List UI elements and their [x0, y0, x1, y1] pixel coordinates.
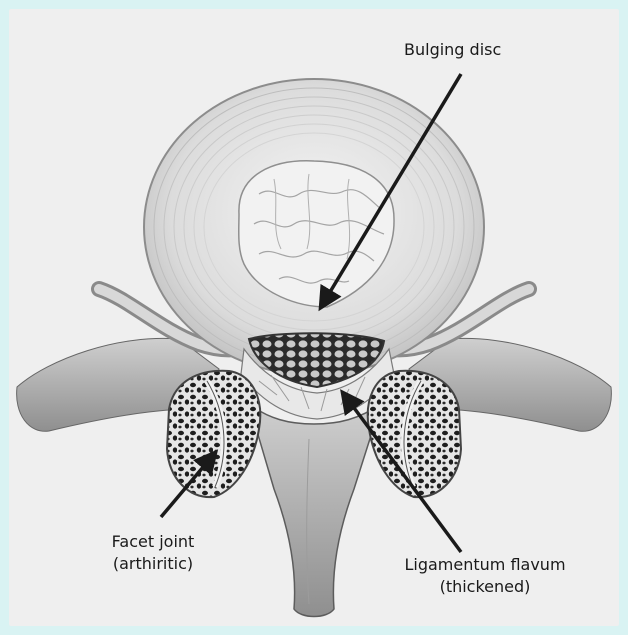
facet-joint-left: [167, 371, 260, 497]
spinous-process: [249, 404, 381, 617]
label-bulging-disc: Bulging disc: [404, 39, 501, 61]
label-facet-joint-line2: (arthiritic): [93, 553, 213, 575]
label-ligamentum-flavum-line2: (thickened): [385, 576, 585, 598]
label-bulging-disc-text: Bulging disc: [404, 40, 501, 59]
label-facet-joint-line1: Facet joint: [93, 531, 213, 553]
label-facet-joint: Facet joint (arthiritic): [93, 531, 213, 575]
diagram-panel: Bulging disc Facet joint (arthiritic) Li…: [9, 9, 619, 626]
facet-joint-right: [368, 371, 461, 497]
label-ligamentum-flavum: Ligamentum flavum (thickened): [385, 554, 585, 598]
label-ligamentum-flavum-line1: Ligamentum flavum: [385, 554, 585, 576]
